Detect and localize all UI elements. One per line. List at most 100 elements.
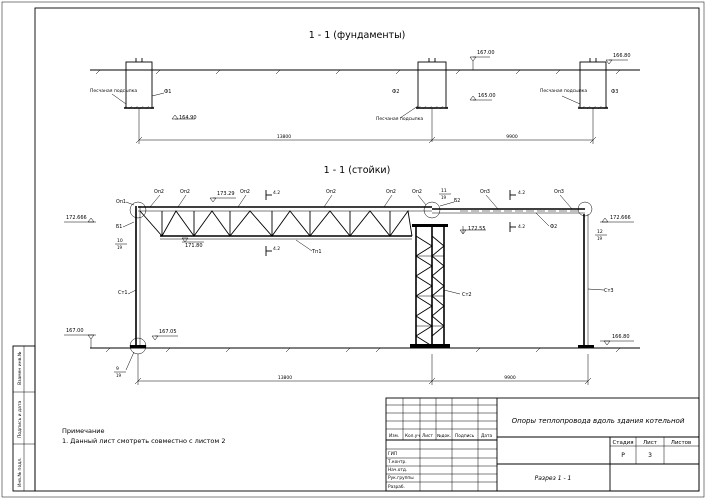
- svg-text:Разраб.: Разраб.: [388, 484, 405, 490]
- sand-label-right: Песчаная подсыпка: [540, 88, 587, 94]
- node-9-leader: [125, 351, 135, 371]
- elev-mark-164-90: [171, 114, 195, 120]
- joint-circle-left: [129, 201, 147, 219]
- svg-text:Дата: Дата: [481, 433, 492, 439]
- col1-leader: [127, 289, 137, 295]
- svg-text:№док.: №док.: [437, 433, 451, 439]
- elev-mark-173-29: [209, 197, 236, 203]
- elev-167-left-label: 167.00: [66, 328, 84, 334]
- foundation-dim-right: 9900: [506, 134, 518, 140]
- sand-label-left: Песчаная подсыпка: [90, 88, 137, 94]
- elev-mark-167-05: [151, 335, 178, 341]
- node-12-label: 12: [597, 229, 603, 235]
- elev-mark-171-80: [181, 237, 204, 243]
- f3-label: Ф3: [611, 89, 619, 95]
- node-12-sheet: 19: [597, 236, 603, 241]
- stamp-inventory: Инв.№ подл.: [17, 457, 23, 487]
- title-block: [385, 397, 700, 492]
- col1-label: Ст1: [118, 290, 128, 296]
- side-stamp: Взамен инв.№ Подпись и дата Инв.№ подл.: [12, 345, 36, 492]
- column-1: [129, 206, 147, 355]
- elev-mark-166-80-right: [600, 340, 634, 346]
- cut-label-2: 4.2: [273, 246, 280, 252]
- elev-166-80-label: 166.80: [613, 53, 631, 59]
- elev-172-666-right-label: 172.666: [610, 215, 631, 221]
- title-block-roles: ГИП Т.контр. Нач.отд. Рук.группы Разраб.: [387, 451, 414, 490]
- sand-label-mid: Песчаная подсыпка: [376, 116, 423, 122]
- col2-leader: [443, 289, 461, 295]
- svg-text:Оп2: Оп2: [154, 189, 164, 195]
- truss-leader: [295, 239, 313, 252]
- foundation-dim-left: 13800: [277, 134, 291, 140]
- svg-text:Оп3: Оп3: [480, 189, 490, 195]
- node-9-sheet: 19: [116, 373, 122, 378]
- sheet-title: Разрез 1 - 1: [535, 475, 572, 482]
- svg-text:Кол.уч: Кол.уч: [405, 433, 420, 439]
- cut-label-4: 4.2: [518, 224, 525, 230]
- notes-item-1: 1. Данный лист смотреть совместно с лист…: [62, 437, 226, 445]
- foundation-f2: [416, 58, 448, 142]
- node-10-sheet: 19: [117, 245, 123, 250]
- svg-text:Оп1: Оп1: [116, 199, 126, 205]
- elev-172-55-label: 172.55: [468, 226, 486, 232]
- project-title-line: Опоры теплопровода вдоль здания котельно…: [512, 417, 685, 425]
- svg-text:Оп3: Оп3: [554, 189, 564, 195]
- f1-leader: [151, 92, 165, 97]
- node-9-label: 9: [116, 366, 119, 372]
- elev-mark-172-666-right: [600, 217, 634, 223]
- columns-dim-left: 13800: [278, 375, 292, 381]
- cut-label-3: 4.2: [518, 190, 525, 196]
- elev-173-29-label: 173.29: [217, 191, 235, 197]
- sand-leader-left: [111, 93, 127, 105]
- elev-mark-172-666-left: [64, 217, 96, 223]
- svg-text:Подпись: Подпись: [455, 433, 475, 439]
- elev-165-label: 165.00: [478, 93, 496, 99]
- svg-text:Оп2: Оп2: [240, 189, 250, 195]
- foundation-section-title: 1 - 1 (фундаменты): [309, 30, 406, 41]
- foundation-dimension-line: [135, 108, 597, 144]
- inner-frame: [34, 7, 700, 492]
- col3-label: Ст3: [604, 288, 614, 294]
- frame-f2-leader: [535, 212, 550, 227]
- svg-text:Изм.: Изм.: [389, 433, 399, 439]
- truss-label: Тп1: [311, 249, 322, 255]
- title-block-headers: Изм. Кол.уч Лист №док. Подпись Дата: [389, 433, 492, 439]
- svg-text:Нач.отд.: Нач.отд.: [388, 467, 407, 473]
- joint-circle-mid: [423, 201, 441, 219]
- column-2-lattice-tower: [410, 224, 450, 348]
- node-10-label: 10: [117, 238, 123, 244]
- stamp-sign-date: Подпись и дата: [17, 400, 23, 438]
- cut-mark-top-left: [265, 190, 272, 200]
- svg-text:Лист: Лист: [422, 433, 433, 439]
- svg-text:Оп2: Оп2: [180, 189, 190, 195]
- svg-text:Оп2: Оп2: [412, 189, 422, 195]
- notes-header: Примечание: [62, 427, 104, 435]
- cut-label-1: 4.2: [273, 190, 280, 196]
- f1-label: Ф1: [164, 89, 172, 95]
- foundation-f3: [578, 58, 608, 109]
- elev-167-05-label: 167.05: [159, 329, 177, 335]
- elev-167-label: 167.00: [477, 50, 495, 56]
- sheets-header: Листов: [671, 440, 692, 446]
- elev-mark-172-55: [459, 226, 486, 235]
- support-labels: Оп1 Оп2 Оп2 Оп2 Оп2 Оп2 Оп2 Оп3 Оп3: [116, 189, 564, 205]
- stamp-replace: Взамен инв.№: [17, 351, 23, 385]
- cut-mark-right-low: [509, 222, 516, 232]
- stage-value: Р: [621, 452, 625, 459]
- svg-text:Рук.группы: Рук.группы: [388, 475, 414, 481]
- column-3: [577, 201, 594, 348]
- beam-b2-leader: [439, 201, 455, 207]
- ground-hatch-ticks: [95, 69, 621, 75]
- elev-164-90-label: 164.90: [179, 115, 197, 121]
- beam-b2-label: Б2: [454, 198, 460, 204]
- svg-text:Оп2: Оп2: [386, 189, 396, 195]
- sheet-value: 3: [648, 452, 652, 459]
- truss-web: [139, 209, 413, 237]
- col2-label: Ст2: [462, 292, 472, 298]
- sand-leader-right: [561, 95, 581, 105]
- node-11-sheet: 19: [441, 195, 447, 200]
- elev-mark-167-left: [64, 334, 96, 348]
- elev-mark-166-80: [605, 59, 628, 65]
